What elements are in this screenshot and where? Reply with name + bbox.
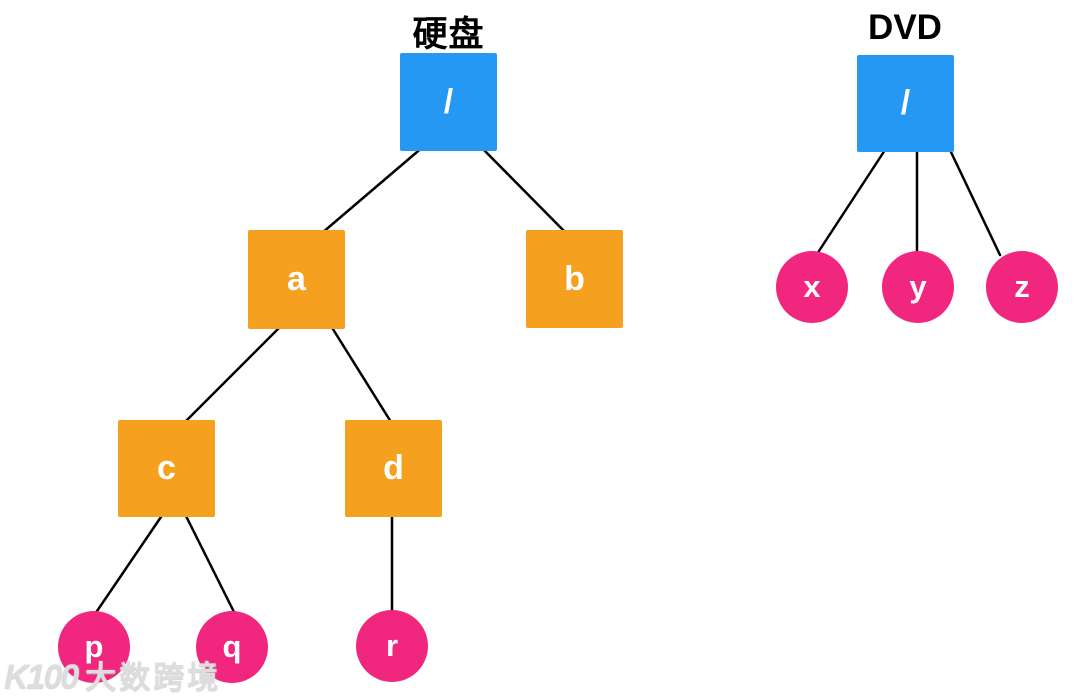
node-hd-p: p <box>58 611 130 683</box>
node-hd-a: a <box>248 230 345 329</box>
edge-hd-c-p <box>93 512 165 616</box>
node-dvd-y: y <box>882 251 954 323</box>
node-hd-b: b <box>526 230 623 328</box>
node-hd-root: / <box>400 53 497 151</box>
watermark-logo-icon: K100 <box>4 658 79 696</box>
edge-dvd-root-x <box>815 148 887 256</box>
node-dvd-root: / <box>857 55 954 152</box>
watermark-text: 大数跨境 <box>85 660 222 695</box>
node-hd-q: q <box>196 611 268 683</box>
hard-disk-tree-title: 硬盘 <box>412 15 485 54</box>
edge-dvd-root-z <box>948 148 1002 257</box>
node-hd-c: c <box>118 420 215 517</box>
watermark: K100 大数跨境 <box>4 652 221 697</box>
node-hd-d: d <box>345 420 442 517</box>
node-dvd-x: x <box>776 251 848 323</box>
edge-hd-root-a <box>320 144 426 235</box>
edge-hd-root-b <box>478 144 568 235</box>
edge-hd-a-d <box>329 324 393 424</box>
dvd-tree-title: DVD <box>868 8 942 47</box>
edge-hd-a-c <box>183 324 283 424</box>
node-hd-r: r <box>356 610 428 682</box>
node-dvd-z: z <box>986 251 1058 323</box>
edge-hd-c-q <box>183 512 236 614</box>
